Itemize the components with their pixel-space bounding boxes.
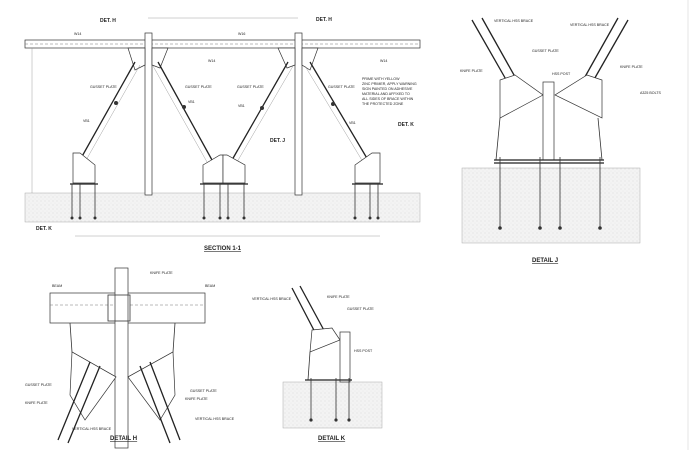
anchor-bolts bbox=[70, 184, 380, 220]
anchor-bolts bbox=[498, 157, 602, 230]
brace bbox=[79, 61, 141, 163]
knife-plate-label: KNIFE PLATE bbox=[150, 271, 173, 275]
foundation bbox=[461, 167, 641, 244]
brace-left bbox=[57, 361, 101, 444]
svg-text:ALL SIDES OF BRACE WITHIN: ALL SIDES OF BRACE WITHIN bbox=[362, 97, 414, 101]
gusset-label: GUSSET PLATE bbox=[190, 389, 217, 393]
beam-label: BEAM bbox=[52, 284, 62, 288]
column-label: W14 bbox=[208, 59, 215, 63]
knife-plate-label: KNIFE PLATE bbox=[185, 397, 208, 401]
section-title: SECTION 1-1 bbox=[204, 246, 242, 252]
beam-label: BEAM bbox=[205, 284, 215, 288]
foundation bbox=[282, 381, 383, 429]
det-h-callout: DET. H bbox=[100, 18, 116, 24]
knife-plate-label: KNIFE PLATE bbox=[620, 65, 643, 69]
gusset-label: GUSSET PLATE bbox=[237, 85, 264, 89]
brace-label: VB1 bbox=[83, 119, 90, 123]
gusset-label: GUSSET PLATE bbox=[347, 307, 374, 311]
brace-label: VB1 bbox=[349, 121, 356, 125]
brace-label: VB1 bbox=[188, 100, 195, 104]
brace bbox=[231, 61, 294, 163]
svg-text:THE PROTECTED ZONE: THE PROTECTED ZONE bbox=[362, 102, 404, 106]
hss-post bbox=[339, 331, 351, 383]
det-h-callout: DET. H bbox=[316, 17, 332, 23]
brace bbox=[152, 61, 213, 163]
detail-title: DETAIL K bbox=[318, 436, 346, 442]
brace-label: VERTICAL HSS BRACE bbox=[494, 19, 534, 23]
det-j-callout: DET. J bbox=[270, 138, 285, 144]
gusset-label: GUSSET PLATE bbox=[532, 49, 559, 53]
gusset-label: GUSSET PLATE bbox=[25, 383, 52, 387]
section-1-1: DET. H DET. H W14 W16 W14 W14 GUSSET PLA… bbox=[24, 17, 421, 252]
svg-text:SIGN PAINTED ON ADHESIVE: SIGN PAINTED ON ADHESIVE bbox=[362, 87, 413, 91]
beam-label: W16 bbox=[238, 32, 245, 36]
column-right bbox=[294, 32, 303, 196]
knife-plate-label: KNIFE PLATE bbox=[25, 401, 48, 405]
svg-text:MATERIAL AND AFFIXED TO: MATERIAL AND AFFIXED TO bbox=[362, 92, 410, 96]
brace-label: VERTICAL HSS BRACE bbox=[570, 23, 610, 27]
knife-plate-label: KNIFE PLATE bbox=[327, 295, 350, 299]
brace-label: VERTICAL HSS BRACE bbox=[72, 427, 112, 431]
brace-label: VERTICAL HSS BRACE bbox=[195, 417, 235, 421]
gusset-label: GUSSET PLATE bbox=[185, 85, 212, 89]
detail-k: VERTICAL HSS BRACE KNIFE PLATE GUSSET PL… bbox=[252, 285, 383, 442]
hss-post-label: HSS POST bbox=[354, 349, 373, 353]
detail-j: VERTICAL HSS BRACE VERTICAL HSS BRACE GU… bbox=[460, 17, 662, 264]
protected-zone-note: PRIME WITH YELLOW ZINC PRIMER, APPLY WAR… bbox=[362, 77, 417, 106]
detail-title: DETAIL J bbox=[532, 258, 558, 264]
gusset-label: GUSSET PLATE bbox=[328, 85, 355, 89]
det-k-callout: DET. K bbox=[36, 226, 52, 232]
gusset-label: GUSSET PLATE bbox=[90, 85, 117, 89]
brace bbox=[304, 61, 369, 163]
svg-text:ZINC PRIMER, APPLY WARNING: ZINC PRIMER, APPLY WARNING bbox=[362, 82, 417, 86]
foundation bbox=[24, 192, 421, 223]
brace-right bbox=[139, 361, 181, 444]
brace-label: VB1 bbox=[238, 104, 245, 108]
detail-title: DETAIL H bbox=[110, 436, 137, 442]
bolts-label: A325 BOLTS bbox=[640, 91, 662, 95]
beam-label: W14 bbox=[380, 59, 387, 63]
det-k-callout: DET. K bbox=[398, 122, 414, 128]
column-left bbox=[144, 32, 153, 196]
knife-plate-label: KNIFE PLATE bbox=[460, 69, 483, 73]
brace-label: VERTICAL HSS BRACE bbox=[252, 297, 292, 301]
hss-post-label: HSS POST bbox=[552, 72, 571, 76]
column bbox=[114, 267, 129, 449]
anchor-bolts bbox=[309, 378, 351, 422]
svg-text:PRIME WITH YELLOW: PRIME WITH YELLOW bbox=[362, 77, 400, 81]
beam-label: W14 bbox=[74, 32, 81, 36]
hss-post bbox=[542, 81, 555, 161]
detail-h: BEAM BEAM KNIFE PLATE GUSSET PLATE GUSSE… bbox=[25, 267, 235, 449]
